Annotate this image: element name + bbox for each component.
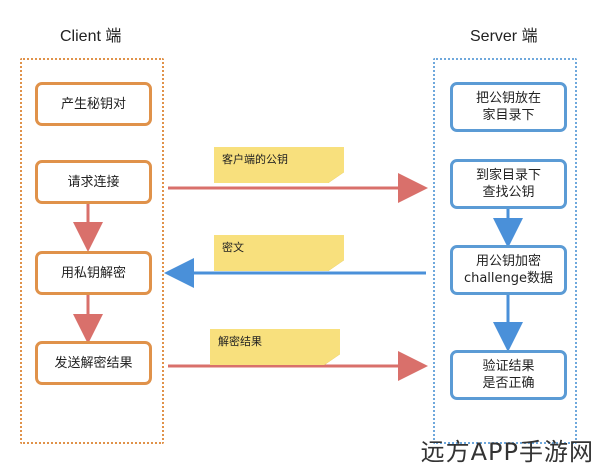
client-step-generate-keypair: 产生秘钥对 [35, 82, 152, 126]
message-label: 密文 [222, 241, 244, 254]
note-fold [328, 172, 344, 183]
site-watermark: 远方APP手游网 [420, 438, 594, 466]
server-step-encrypt-challenge: 用公钥加密 challenge数据 [450, 245, 567, 295]
server-step-store-public-key: 把公钥放在 家目录下 [450, 82, 567, 132]
client-column-title: Client 端 [60, 28, 122, 45]
server-lane [433, 58, 577, 444]
note-fold [328, 260, 344, 271]
note-fold [324, 354, 340, 365]
client-step-request-connection: 请求连接 [35, 160, 152, 204]
message-label: 解密结果 [218, 335, 262, 348]
client-step-decrypt-with-private-key: 用私钥解密 [35, 251, 152, 295]
client-lane [20, 58, 164, 444]
server-step-verify-result: 验证结果 是否正确 [450, 350, 567, 400]
server-step-find-public-key: 到家目录下 查找公钥 [450, 159, 567, 209]
message-note-ciphertext: 密文 [214, 235, 344, 271]
message-note-decrypted-result: 解密结果 [210, 329, 340, 365]
server-column-title: Server 端 [470, 28, 538, 45]
message-note-public-key: 客户端的公钥 [214, 147, 344, 183]
client-step-send-decrypted-result: 发送解密结果 [35, 341, 152, 385]
message-label: 客户端的公钥 [222, 153, 288, 166]
